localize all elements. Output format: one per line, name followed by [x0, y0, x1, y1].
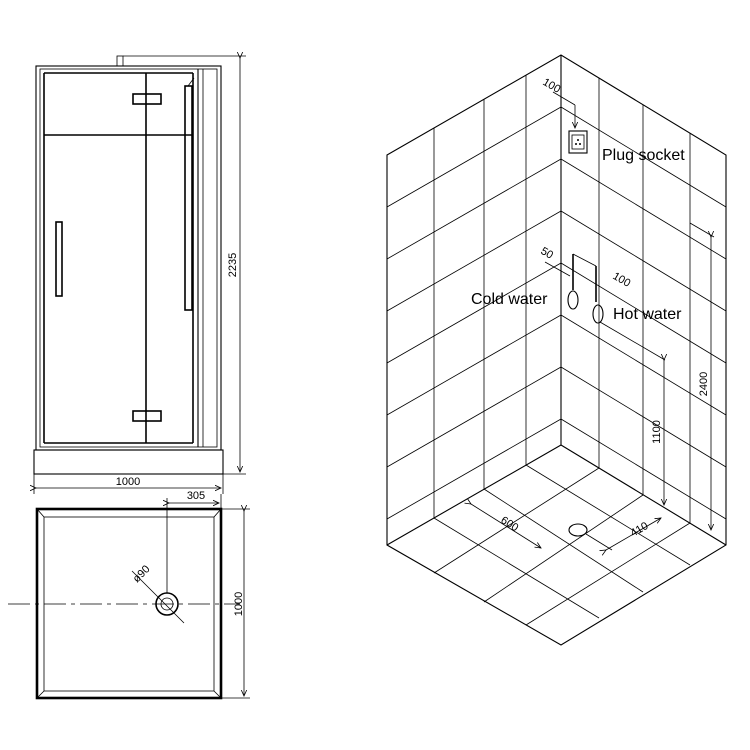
offset-dimension-label: 305 — [187, 490, 205, 502]
waste-y-ext — [585, 533, 613, 551]
wall-height-label: 2400 — [698, 372, 710, 396]
isometric-installation-view: Plug socket 100 Cold water Hot water 50 … — [386, 54, 727, 646]
waste-x-dimension-line — [471, 504, 541, 548]
tray-plan-view: ø90 305 1000 — [8, 490, 250, 700]
tray-corner-line — [213, 508, 222, 518]
waste-diameter-label: ø90 — [131, 563, 153, 585]
valve-offset-leader — [544, 261, 571, 277]
floor-tiles — [433, 464, 691, 626]
tray-corner-line — [36, 508, 45, 518]
valve-height-ext — [599, 321, 666, 361]
floor-edge-right — [560, 444, 727, 546]
width-dimension-label: 1000 — [116, 476, 140, 488]
hot-water-label: Hot water — [613, 306, 682, 323]
waste-y-label: 410 — [629, 520, 651, 540]
shower-tray-base — [33, 449, 224, 475]
plug-socket-face — [571, 134, 585, 150]
valve-height-label: 1100 — [651, 420, 663, 444]
cold-water-valve — [567, 290, 579, 310]
left-wall-tiles — [386, 75, 562, 520]
shower-riser-rail — [184, 85, 193, 311]
plug-socket-label: Plug socket — [602, 147, 685, 164]
tray-corner-line — [213, 690, 222, 699]
top-connector — [116, 55, 124, 67]
plug-offset-label: 100 — [541, 76, 563, 96]
right-wall-tiles — [560, 78, 727, 523]
wall-height-ext — [689, 222, 715, 238]
riser-bracket-line — [187, 77, 195, 87]
floor-waste-outlet — [568, 523, 588, 537]
plug-socket-icon — [568, 130, 588, 154]
lower-hinge — [132, 410, 162, 422]
upper-hinge — [132, 93, 162, 105]
cold-water-label: Cold water — [471, 291, 548, 308]
waste-outlet-inner — [160, 597, 174, 611]
waste-x-label: 600 — [498, 514, 520, 534]
room-outline — [386, 54, 727, 646]
hot-water-valve — [592, 304, 604, 324]
valve-bracket-top — [572, 253, 597, 267]
valve-offset-label: 50 — [539, 245, 556, 262]
tray-corner-line — [36, 690, 45, 699]
height-dimension-label: 2235 — [227, 253, 239, 277]
floor-edge-left — [386, 444, 562, 546]
door-handle — [55, 221, 63, 297]
depth-dimension-label: 1000 — [233, 592, 245, 616]
valve-spacing-label: 100 — [611, 270, 633, 290]
enclosure-inner-frame — [39, 68, 218, 448]
plug-offset-leader — [552, 91, 576, 106]
waste-diameter-leader — [131, 570, 185, 624]
front-elevation-view: 2235 1000 — [34, 56, 246, 494]
waste-y-dimension-line — [606, 518, 661, 550]
tray-outer-edge — [35, 507, 223, 700]
